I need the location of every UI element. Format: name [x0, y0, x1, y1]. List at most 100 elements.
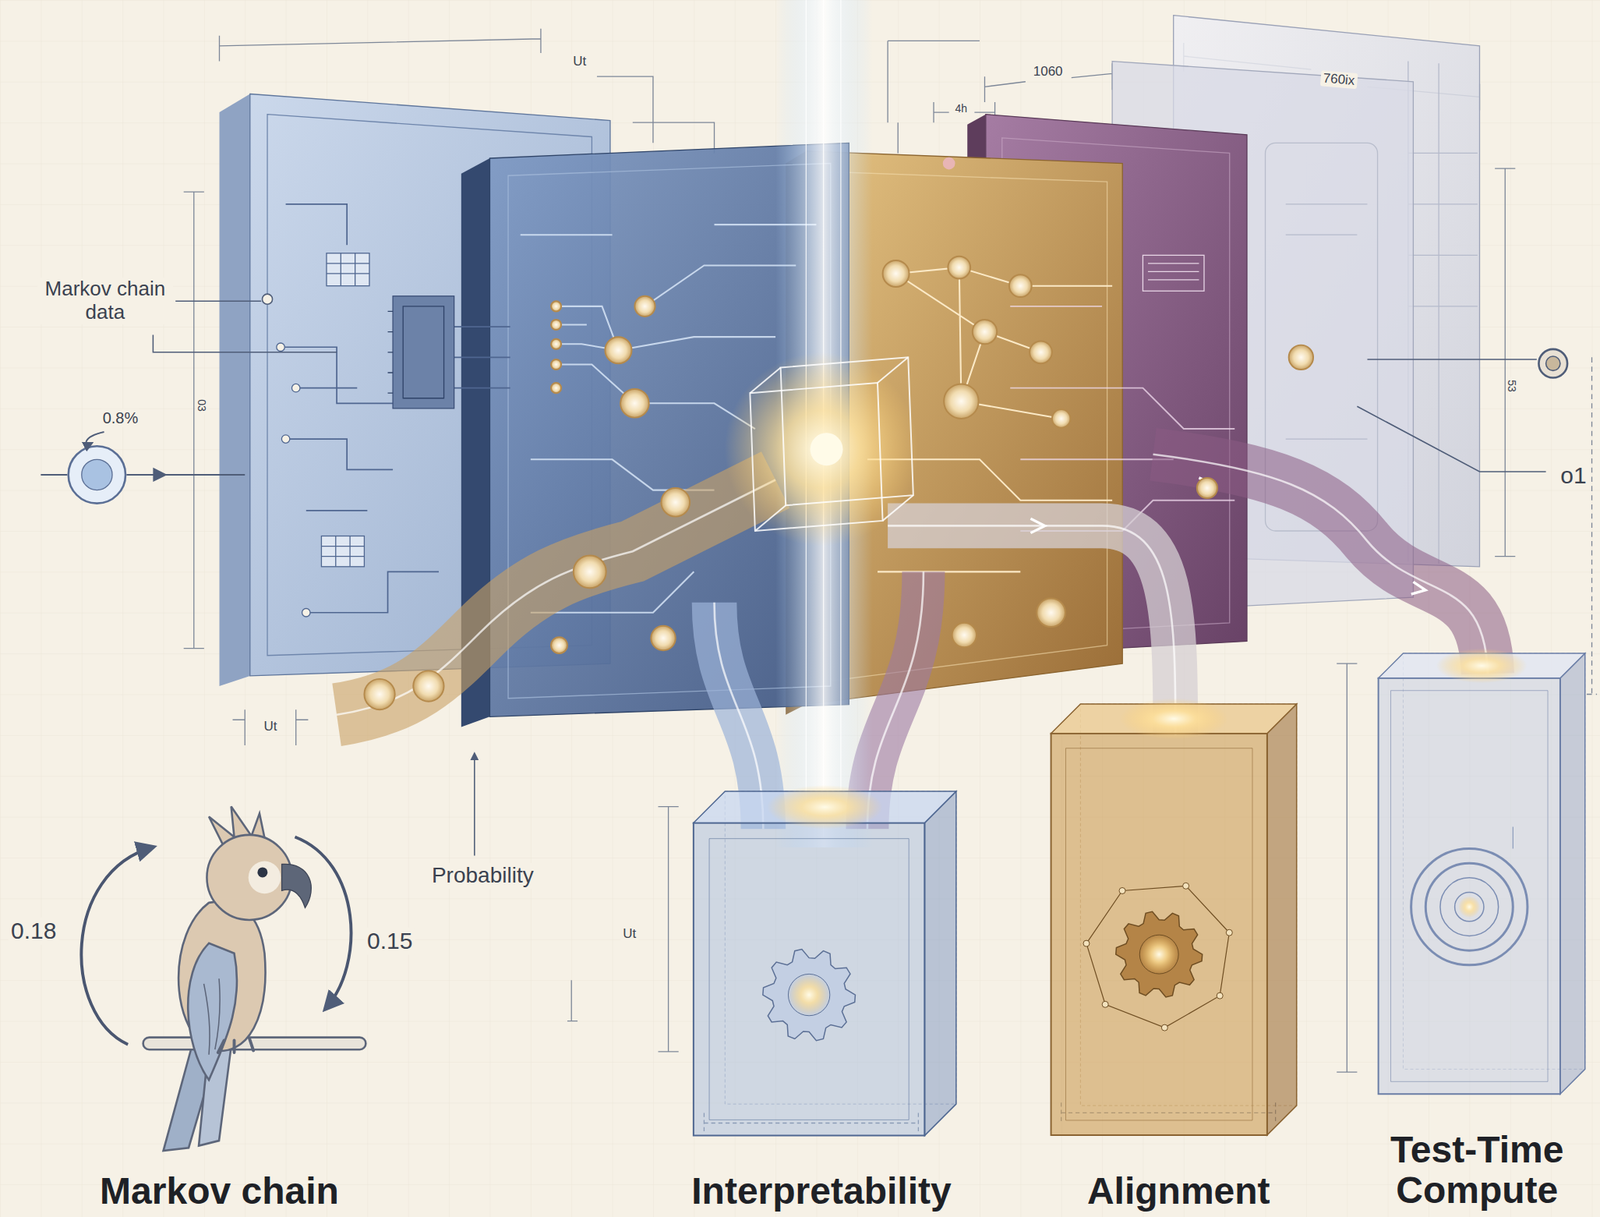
dimension-line [658, 806, 679, 1052]
box-emblem [1102, 1001, 1110, 1008]
parrot-figure [143, 1036, 367, 1050]
chip [326, 253, 370, 287]
glass-box [693, 822, 926, 1135]
flow-band [1411, 581, 1426, 594]
circuit-trace [1010, 306, 1235, 531]
flow-band [1030, 518, 1045, 533]
input-port [86, 431, 105, 445]
node-caption: Alignment [1084, 1170, 1274, 1212]
dimension-label: Ut [620, 925, 639, 942]
chip [388, 306, 445, 399]
chip [302, 608, 311, 617]
leader-line [1538, 349, 1568, 378]
dimension-line [219, 28, 541, 62]
circuit-node [550, 300, 562, 311]
circuit-node [1029, 340, 1053, 364]
circuit-node [550, 319, 562, 330]
interpretability-box [653, 791, 990, 1212]
glass-box [1436, 648, 1528, 684]
box-emblem [1512, 826, 1514, 848]
circuit-node [943, 383, 979, 419]
dimension-line [567, 979, 578, 1021]
glass-box [709, 837, 909, 1120]
box-emblem [1140, 935, 1180, 975]
circuit-node [550, 636, 568, 654]
box-emblem [787, 973, 830, 1015]
node-caption: Test-Time Compute [1362, 1129, 1593, 1211]
box-emblem [1411, 847, 1528, 965]
circuit-trace [280, 204, 1235, 613]
glass-box [1066, 748, 1254, 1120]
box-emblem [1425, 862, 1513, 951]
glass-box [766, 784, 883, 830]
chip [276, 342, 285, 351]
dimension-line [233, 709, 309, 746]
glass-box [924, 791, 956, 1136]
box-emblem [1116, 911, 1203, 998]
flow-band [1153, 454, 1488, 675]
leader-line [1356, 406, 1546, 472]
box-emblem [1458, 895, 1480, 918]
chip [326, 253, 370, 287]
dimension-label: 1060 [1031, 63, 1066, 80]
dimension-label: 03 [195, 396, 209, 414]
panel-layer [1408, 61, 1478, 564]
box-emblem [1411, 826, 1528, 965]
input-port [40, 431, 245, 504]
parrot-figure [257, 866, 269, 877]
circuit-node [363, 678, 395, 710]
circuit-trace [1010, 306, 1235, 531]
dimension-line [183, 191, 205, 648]
circuit-node [550, 382, 562, 393]
flow-band [1153, 454, 1488, 675]
callout-label: Probability [429, 862, 537, 888]
circuit-node [660, 487, 690, 517]
leader-line [1546, 356, 1561, 371]
node-caption: Interpretability [688, 1170, 954, 1212]
chip [281, 434, 290, 443]
box-emblem [1217, 992, 1224, 1000]
glass-box [693, 784, 957, 1136]
circuit-node [363, 256, 1314, 710]
leader-line [175, 300, 262, 303]
alignment-box: Alignment [1030, 703, 1327, 1212]
parrot-figure [204, 978, 221, 1054]
markov-chain-figure [50, 791, 388, 1212]
input-port [152, 467, 167, 482]
core-cube [749, 356, 913, 531]
flow-band [867, 571, 924, 829]
circuit-node [604, 336, 632, 364]
glass-box [1051, 733, 1268, 1135]
box-emblem [1119, 887, 1126, 894]
input-port [81, 459, 113, 490]
leader-line [261, 293, 272, 304]
chip [321, 536, 364, 567]
probability-value: 0.8% [100, 408, 142, 427]
parrot-figure [207, 834, 293, 920]
glass-box [1560, 653, 1586, 1094]
chip [276, 253, 455, 617]
leader-line [152, 335, 337, 353]
circuit-trace [280, 204, 511, 613]
chip [291, 383, 300, 392]
circuit-node [550, 359, 562, 370]
panel-layer [1147, 263, 1199, 280]
parrot-figure [81, 846, 154, 1044]
circuit-node [947, 256, 971, 280]
dimension-line [1494, 168, 1516, 557]
core-cube [810, 432, 844, 466]
glass-box [1378, 678, 1561, 1094]
circuit-node [1036, 597, 1066, 627]
circuit-node [952, 622, 977, 647]
chip [321, 536, 364, 567]
leader-line [1366, 358, 1537, 361]
parrot-figure [248, 860, 282, 894]
flow-band [1030, 477, 1426, 594]
marker-dot [943, 157, 956, 170]
circuit-node [1009, 274, 1032, 297]
panel-layer [219, 93, 251, 686]
parrot-figure [218, 1038, 254, 1053]
input-port [68, 445, 126, 503]
